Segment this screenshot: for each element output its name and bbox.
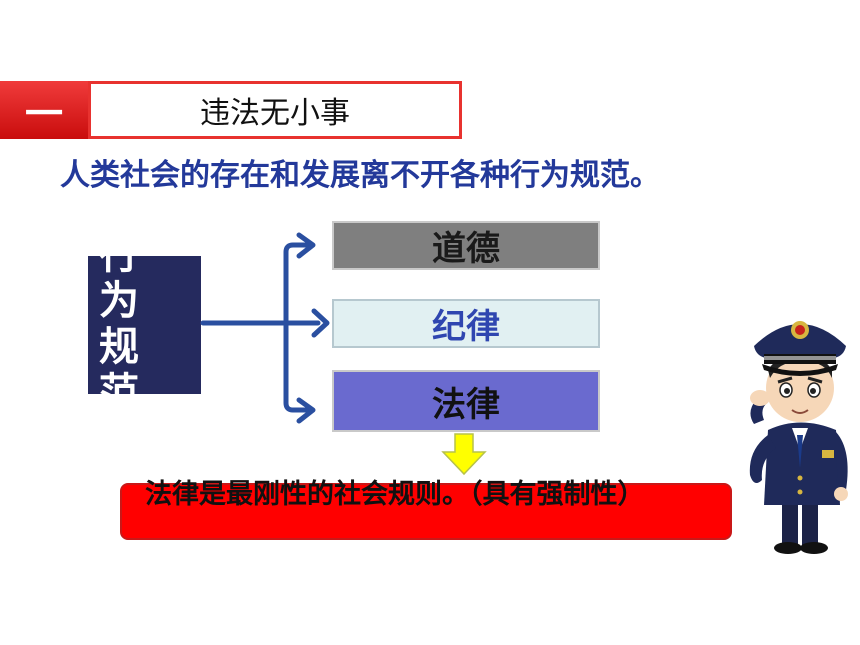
norm-char: 规: [99, 324, 139, 370]
rule-label: 道德: [432, 229, 500, 269]
section-number: 一: [24, 91, 63, 136]
callout-box: [120, 483, 732, 540]
callout-text: 法律是最刚性的社会规则。（具有强制性）: [145, 479, 645, 510]
yellow-down-arrow-icon: [441, 433, 487, 476]
behavior-norms-box: 行 为 规 范: [88, 256, 201, 394]
section-title: 违法无小事: [200, 96, 350, 131]
section-title-box: 违法无小事: [88, 81, 462, 139]
intro-sentence: 人类社会的存在和发展离不开各种行为规范。: [60, 158, 660, 193]
arrow-head-top: [296, 232, 316, 259]
rule-label: 法律: [432, 384, 500, 425]
arrow-head-middle: [311, 308, 330, 338]
section-number-badge: 一: [0, 81, 88, 139]
norm-box-text: 行 为 规 范: [96, 256, 142, 394]
rule-label: 纪律: [432, 307, 500, 347]
norm-char: 为: [99, 278, 139, 324]
rule-law: 法律: [332, 370, 600, 432]
rule-discipline: 纪律: [332, 299, 600, 348]
police-officer-icon: [749, 321, 848, 554]
norm-char: 行: [96, 256, 142, 278]
rule-morality: 道德: [332, 221, 600, 270]
arrow-head-bottom: [296, 397, 316, 424]
norm-char: 范: [99, 370, 139, 394]
branch-bracket: [283, 242, 314, 413]
